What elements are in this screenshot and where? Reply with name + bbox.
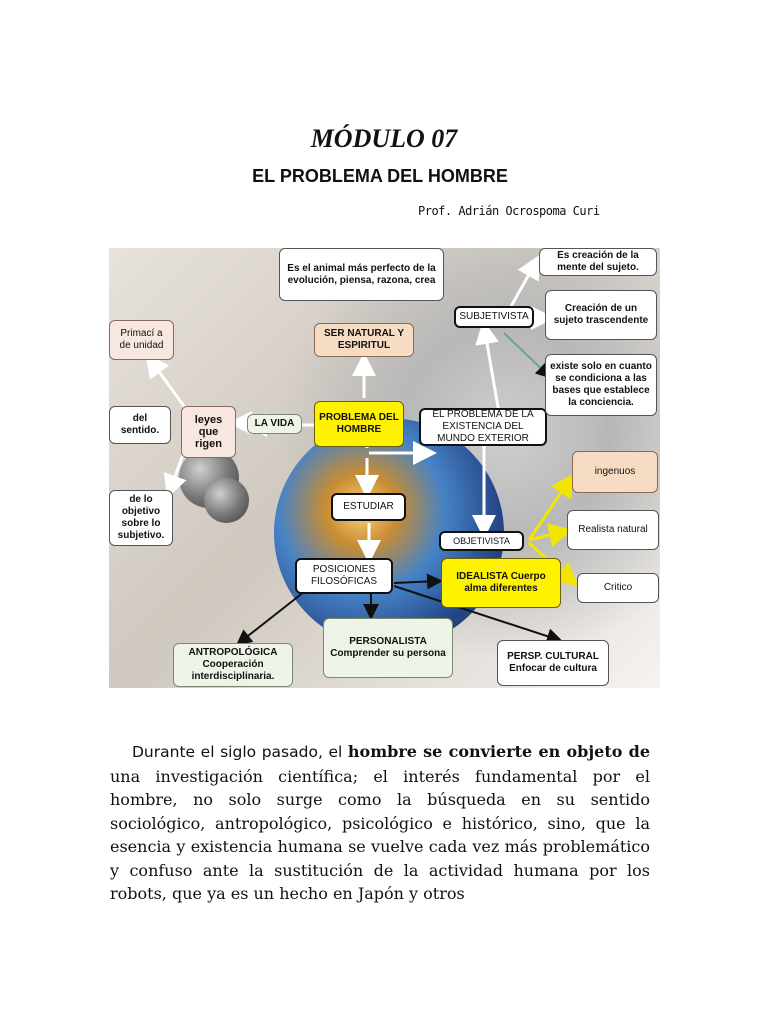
node-ingenuos: ingenuos [572,451,658,493]
node-animal: Es el animal más perfecto de la evolució… [279,248,444,301]
paragraph-emphasis: hombre se convierte en objeto de [347,742,650,761]
node-estudiar: ESTUDIAR [331,493,406,521]
node-objetivo: de lo objetivo sobre lo subjetivo. [109,490,173,546]
node-objetivista: OBJETIVISTA [439,531,524,551]
node-creacion-sujeto: Creación de un sujeto trascendente [545,290,657,340]
paragraph-lead: Durante el siglo pasado, el [132,743,348,761]
decorative-sphere [204,478,249,523]
concept-map: Es el animal más perfecto de la evolució… [109,248,660,688]
node-creacion-mente: Es creación de la mente del sujeto. [539,248,657,276]
module-subtitle: EL PROBLEMA DEL HOMBRE [252,166,508,186]
node-idealista: IDEALISTA Cuerpo alma diferentes [441,558,561,608]
node-problema: PROBLEMA DEL HOMBRE [314,401,404,447]
node-realista: Realista natural [567,510,659,550]
module-title: MÓDULO 07 [310,124,458,153]
node-ser-natural: SER NATURAL Y ESPIRITUL [314,323,414,357]
node-la-vida: LA VIDA [247,414,302,434]
paragraph-text: una investigación científica; el interés… [110,766,650,904]
node-existe-solo: existe solo en cuanto se condiciona a la… [545,354,657,416]
author-name: Prof. Adrián Ocrospoma Curi [418,204,600,218]
node-primacia: Primací a de unidad [109,320,174,360]
node-leyes: leyes que rigen [181,406,236,458]
node-antropologica: ANTROPOLÓGICA Cooperación interdisciplin… [173,643,293,687]
body-paragraph: Durante el siglo pasado, el hombre se co… [110,740,650,906]
node-subjetivista: SUBJETIVISTA [454,306,534,328]
node-sentido: del sentido. [109,406,171,444]
node-existencia: EL PROBLEMA DE LA EXISTENCIA DEL MUNDO E… [419,408,547,446]
node-posiciones: POSICIONES FILOSÓFICAS [295,558,393,594]
node-cultural: PERSP. CULTURAL Enfocar de cultura [497,640,609,686]
node-personalista: PERSONALISTA Comprender su persona [323,618,453,678]
node-critico: Critico [577,573,659,603]
